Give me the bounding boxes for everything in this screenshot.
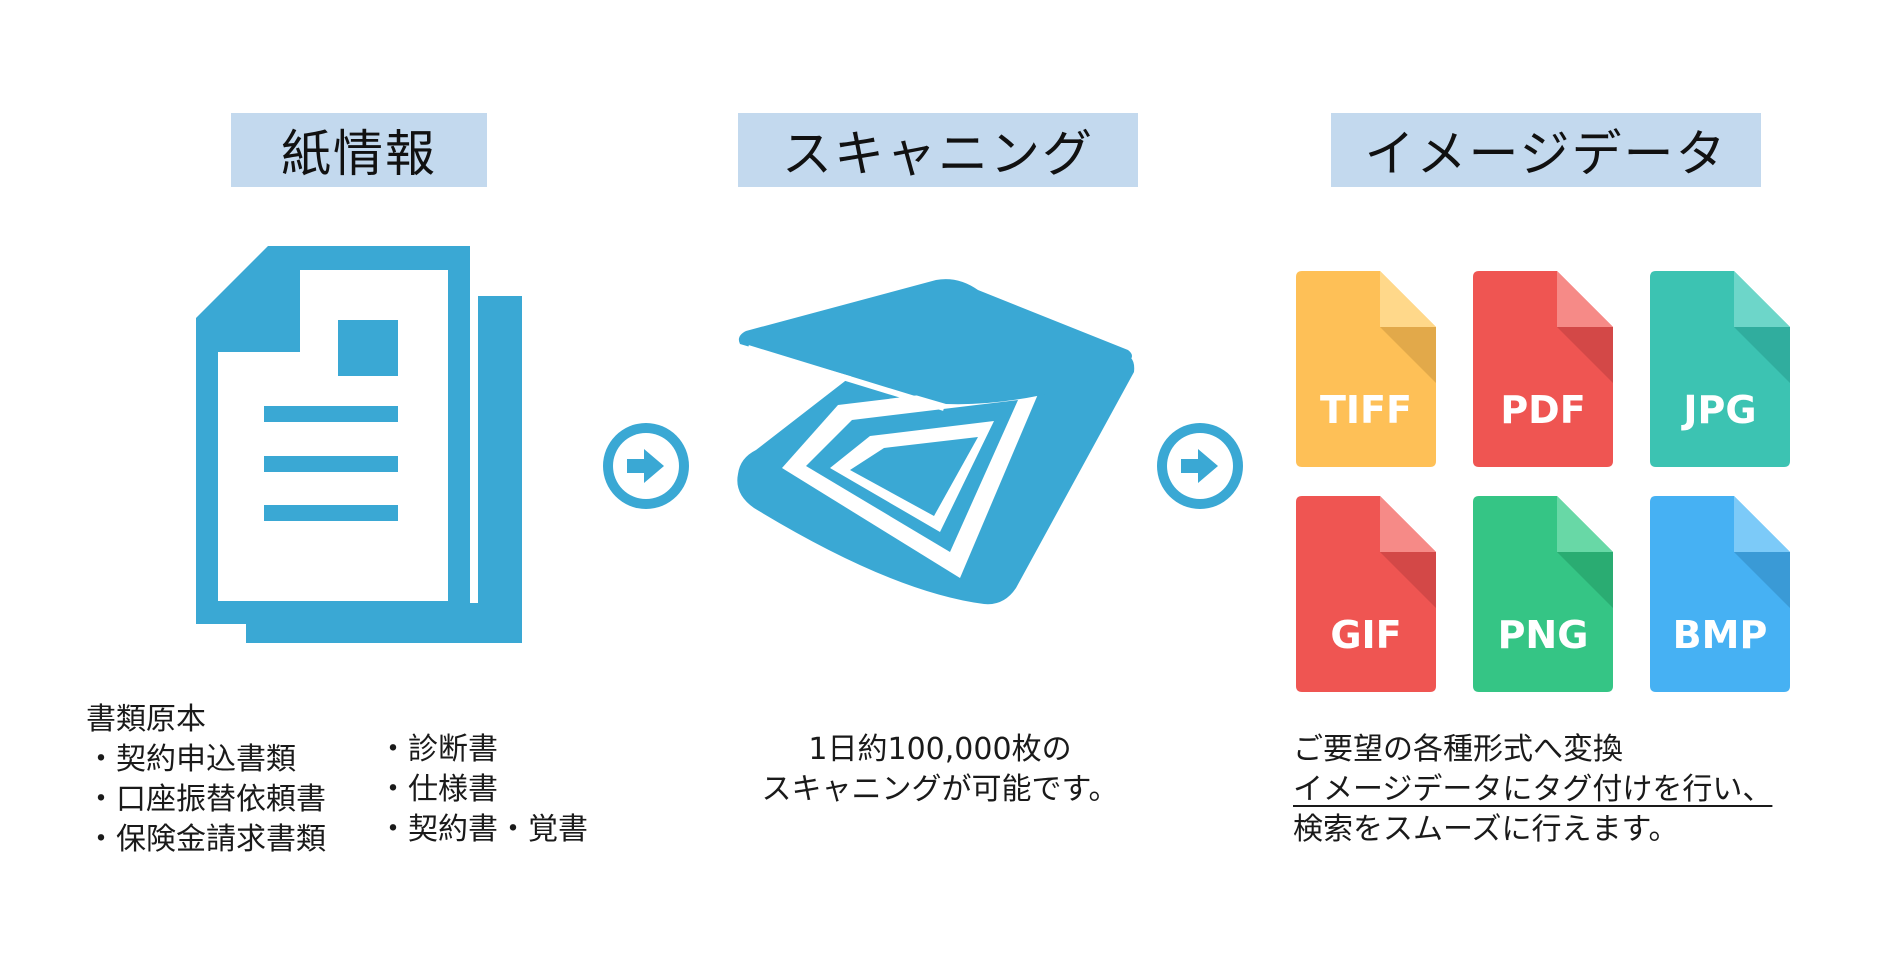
- heading-paper-info: 紙情報: [231, 113, 487, 187]
- heading-image-data: イメージデータ: [1331, 113, 1761, 187]
- image-data-info-line: 検索をスムーズに行えます。: [1293, 812, 1679, 847]
- file-icon-label: BMP: [1673, 613, 1768, 657]
- image-data-info-line-underlined: イメージデータにタグ付けを行い、: [1293, 772, 1773, 807]
- file-icon-label: GIF: [1330, 613, 1401, 657]
- document-text-line: [264, 406, 398, 422]
- paper-info-item: ・診断書: [378, 732, 498, 767]
- file-icon-body: [1650, 496, 1790, 692]
- file-icon-label: PDF: [1500, 388, 1585, 432]
- document-icon: [196, 246, 522, 643]
- heading-scanning: スキャニング: [738, 113, 1138, 187]
- file-icon-body: [1296, 496, 1436, 692]
- scanner-paper-inner: [850, 437, 978, 516]
- file-icon-shadow: [1734, 327, 1790, 383]
- paper-info-item: ・契約書・覚書: [378, 812, 588, 847]
- scanning-info: 1日約100,000枚の スキャニングが可能です。: [720, 730, 1160, 810]
- file-icon-fold: [1557, 496, 1613, 552]
- arrow-right-icon: [603, 423, 689, 509]
- file-icon-pdf: PDF: [1473, 271, 1613, 467]
- heading-scanning-label: スキャニング: [782, 125, 1094, 183]
- file-icon-body: [1473, 496, 1613, 692]
- paper-info-item: ・保険金請求書類: [86, 822, 326, 857]
- heading-paper-info-label: 紙情報: [281, 125, 437, 183]
- file-icon-tiff: TIFF: [1296, 271, 1436, 467]
- file-icon-label: JPG: [1680, 388, 1756, 432]
- file-icon-shadow: [1734, 552, 1790, 608]
- paper-info-item: ・仕様書: [378, 772, 498, 807]
- scanner-icon: [737, 279, 1135, 605]
- file-icon-fold: [1734, 496, 1790, 552]
- file-icon-body: [1650, 271, 1790, 467]
- heading-image-data-label: イメージデータ: [1364, 125, 1728, 183]
- document-text-line: [264, 456, 398, 472]
- arrow-right-icon: [1157, 423, 1243, 509]
- file-icon-body: [1473, 271, 1613, 467]
- file-icon-fold: [1380, 271, 1436, 327]
- paper-info-list: 書類原本 ・契約申込書類 ・口座振替依頼書 ・保険金請求書類: [86, 700, 326, 860]
- file-icon-shadow: [1557, 327, 1613, 383]
- file-icon-body: [1296, 271, 1436, 467]
- image-data-info: ご要望の各種形式へ変換 イメージデータにタグ付けを行い、 検索をスムーズに行えま…: [1293, 730, 1772, 850]
- scanning-info-line: スキャニングが可能です。: [761, 772, 1119, 807]
- file-icon-fold: [1557, 271, 1613, 327]
- image-data-info-line: ご要望の各種形式へ変換: [1293, 732, 1623, 767]
- scanning-info-line: 1日約100,000枚の: [808, 732, 1072, 767]
- paper-info-title: 書類原本: [86, 702, 206, 737]
- file-icon-jpg: JPG: [1650, 271, 1790, 467]
- file-icon-label: PNG: [1498, 613, 1589, 657]
- file-icon-label: TIFF: [1320, 388, 1412, 432]
- file-icon-fold: [1734, 271, 1790, 327]
- file-icon-gif: GIF: [1296, 496, 1436, 692]
- scanner-lid: [738, 279, 1132, 405]
- file-icon-png: PNG: [1473, 496, 1613, 692]
- document-image-block: [338, 320, 398, 376]
- file-format-icons: TIFF PDF JPG GIF PNG BMP: [1296, 271, 1790, 692]
- file-icon-shadow: [1380, 327, 1436, 383]
- document-text-line: [264, 505, 398, 521]
- paper-info-list-right: ・診断書 ・仕様書 ・契約書・覚書: [378, 730, 588, 850]
- file-icon-fold: [1380, 496, 1436, 552]
- file-icon-shadow: [1380, 552, 1436, 608]
- paper-info-item: ・契約申込書類: [86, 742, 296, 777]
- file-icon-bmp: BMP: [1650, 496, 1790, 692]
- file-icon-shadow: [1557, 552, 1613, 608]
- paper-info-item: ・口座振替依頼書: [86, 782, 326, 817]
